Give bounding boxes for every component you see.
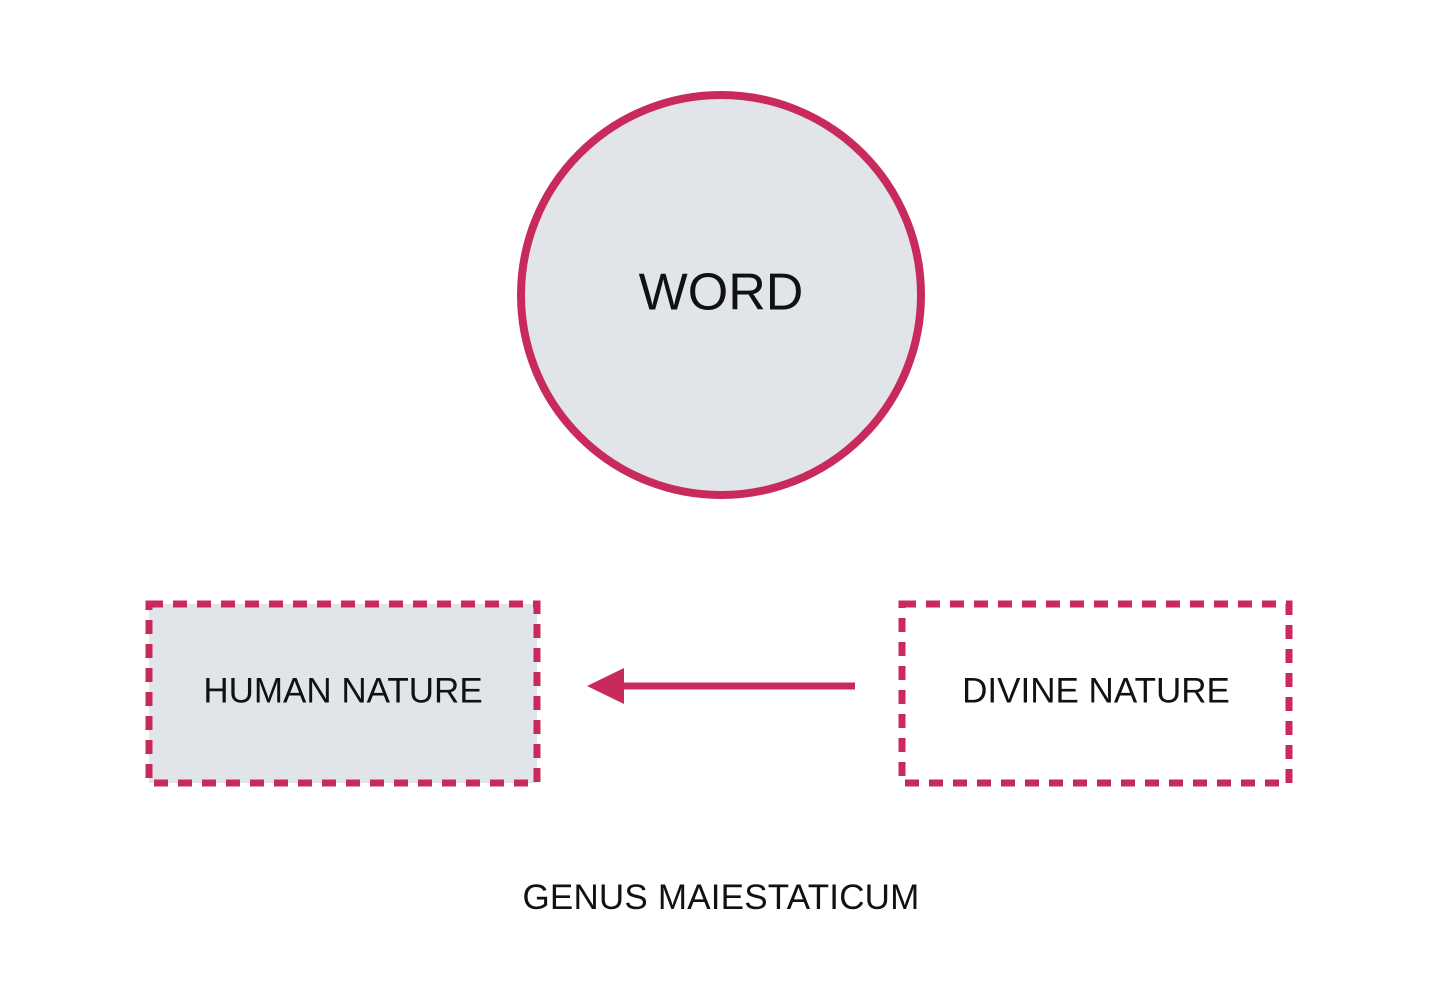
human-nature-label: HUMAN NATURE	[203, 671, 482, 710]
word-label: WORD	[639, 264, 804, 322]
word-node: WORD	[517, 91, 925, 499]
diagram-caption: GENUS MAIESTATICUM	[522, 878, 920, 917]
divine-nature-box	[898, 600, 1293, 787]
word-circle	[517, 91, 925, 499]
human-nature-node: HUMAN NATURE	[145, 600, 541, 787]
communication-arrow	[587, 668, 855, 704]
divine-nature-node: DIVINE NATURE	[898, 600, 1293, 787]
divine-nature-label: DIVINE NATURE	[962, 671, 1230, 710]
human-nature-box	[145, 600, 541, 787]
arrow-head-icon	[587, 668, 624, 704]
